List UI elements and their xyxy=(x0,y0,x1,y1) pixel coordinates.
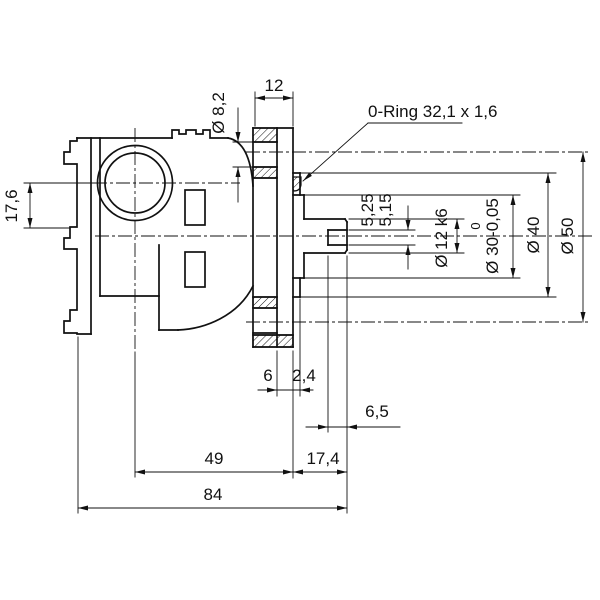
shaft-assembly xyxy=(292,172,349,298)
o-ring-groove xyxy=(292,176,302,192)
label-17-4: 17,4 xyxy=(306,449,339,468)
label-6-5: 6,5 xyxy=(365,402,389,421)
body-window-lower xyxy=(184,251,206,288)
label-2-4: 2,4 xyxy=(292,366,316,385)
label-17-6: 17,6 xyxy=(2,189,21,222)
label-dia-8-2: Ø 8,2 xyxy=(209,92,228,134)
mounting-bracket xyxy=(63,137,92,335)
label-12: 12 xyxy=(265,76,284,95)
body-window-upper xyxy=(184,189,206,226)
label-6: 6 xyxy=(263,366,272,385)
mounting-flange xyxy=(252,127,294,348)
extension-lines xyxy=(23,91,557,514)
pump-body xyxy=(63,129,255,335)
dimension-labels: Ø 8,2 12 0-Ring 32,1 x 1,6 17,6 5,25 5,1… xyxy=(2,76,577,504)
label-dia-40: Ø 40 xyxy=(524,217,543,254)
label-5-25: 5,25 xyxy=(358,193,377,226)
label-84: 84 xyxy=(204,485,223,504)
centerlines xyxy=(24,128,592,350)
label-dia-50: Ø 50 xyxy=(558,218,577,255)
label-o-ring: 0-Ring 32,1 x 1,6 xyxy=(368,102,497,121)
label-5-15: 5,15 xyxy=(376,193,395,226)
label-dia-30: Ø 30-0,05 xyxy=(483,198,502,274)
label-49: 49 xyxy=(205,449,224,468)
label-tol-0: 0 xyxy=(468,222,483,229)
dimension-lines xyxy=(23,95,586,511)
top-boss xyxy=(171,129,229,139)
label-dia-12-k6: Ø 12 k6 xyxy=(432,208,451,268)
